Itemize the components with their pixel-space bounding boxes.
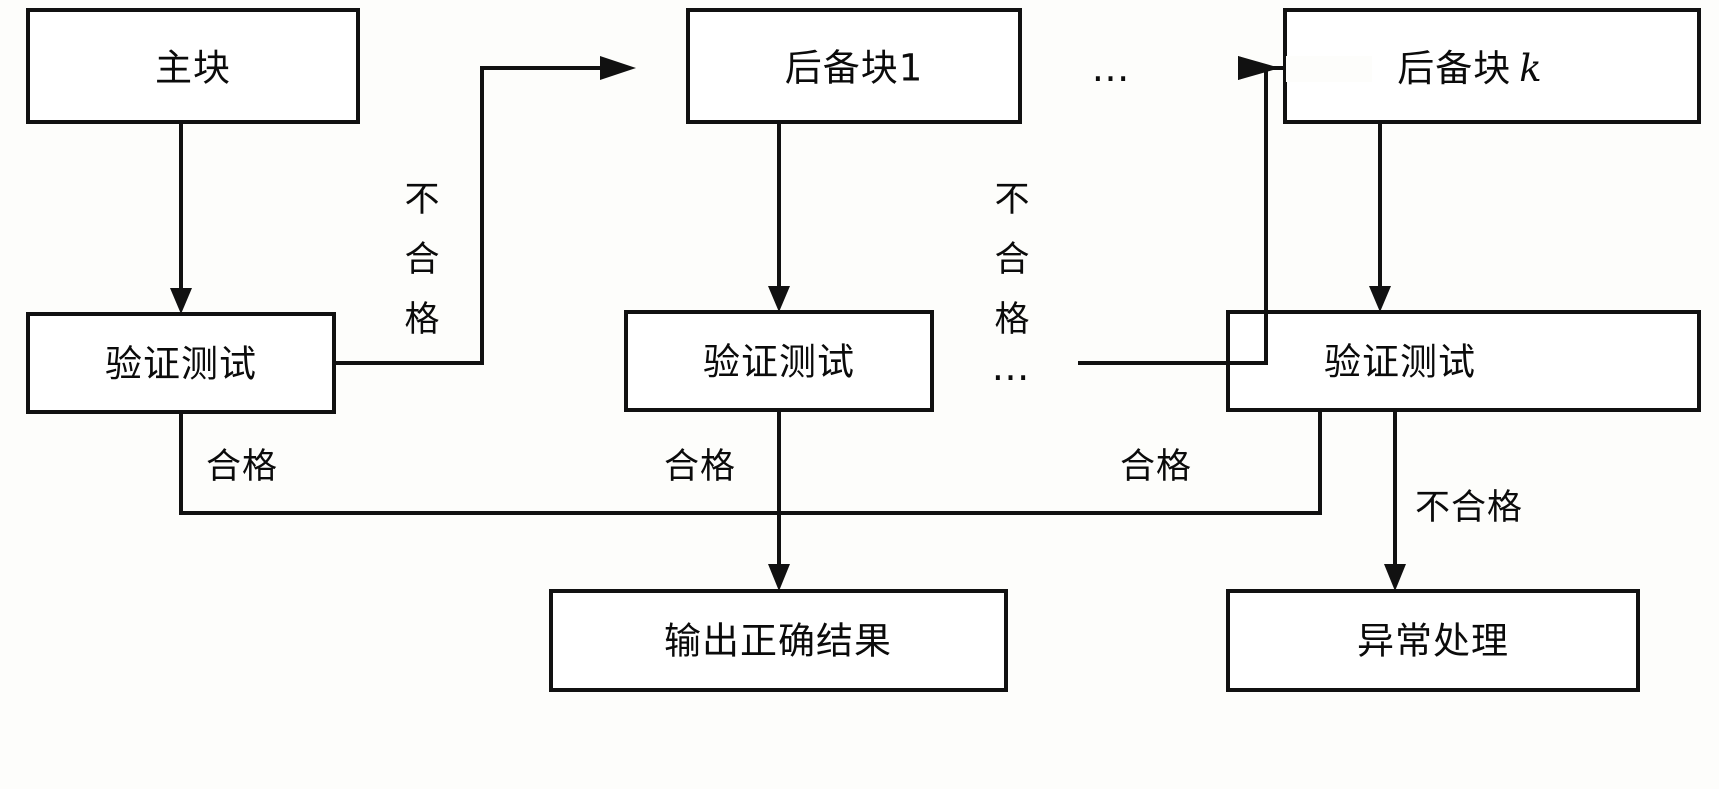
node-backup-block-1-label: 后备块1 <box>785 47 924 90</box>
node-main-block[interactable] <box>26 8 360 124</box>
edge-label-pass-left: 合格 <box>206 447 278 487</box>
arrowhead-to-output-correct <box>768 564 790 591</box>
edge-label-fail-left-c2: 合 <box>404 240 439 280</box>
edge-label-fail-left-c1: 不 <box>404 180 439 220</box>
arrowhead-backup1-to-verify-mid <box>768 286 790 312</box>
node-backup-block-k-index: k <box>1519 47 1542 90</box>
ellipsis-top: … <box>1092 46 1133 90</box>
edge-label-fail-mid-c3: 格 <box>994 300 1029 340</box>
arrowhead-to-exception-handle <box>1384 564 1406 591</box>
node-output-correct[interactable] <box>549 589 1008 692</box>
edge-label-fail-left: 不 合 格 <box>404 180 439 340</box>
arrowhead-backupk-to-verify-right <box>1369 286 1391 312</box>
node-verify-test-right-label: 验证测试 <box>1324 341 1476 384</box>
arrowhead-backupk-entry <box>1238 56 1280 80</box>
edge-label-fail-mid-c1: 不 <box>994 180 1029 220</box>
edge-label-pass-mid: 合格 <box>664 447 736 487</box>
node-verify-test-left-label: 验证测试 <box>105 343 257 386</box>
edge-label-fail-mid: 不 合 格 <box>994 180 1029 340</box>
node-backup-block-k-prefix: 后备块 <box>1397 47 1511 90</box>
edge-verify-left-fail-to-backup1 <box>332 66 602 365</box>
arrow-gap-mask-backupk <box>1286 56 1372 82</box>
node-main-block-label: 主块 <box>155 47 231 90</box>
ellipsis-mid: … <box>992 345 1033 389</box>
arrowhead-main-to-verify-left <box>170 288 192 314</box>
edge-label-fail-left-c3: 格 <box>404 300 439 340</box>
node-exception-handle[interactable] <box>1226 589 1640 692</box>
edge-label-pass-right: 合格 <box>1120 447 1192 487</box>
node-output-correct-label: 输出正确结果 <box>664 620 892 663</box>
node-backup-block-1[interactable] <box>686 8 1022 124</box>
edge-label-fail-mid-c2: 合 <box>994 240 1029 280</box>
node-verify-test-mid-label: 验证测试 <box>703 341 855 384</box>
arrowhead-verify-left-fail-to-backup1 <box>600 56 636 80</box>
node-exception-handle-label: 异常处理 <box>1357 620 1509 663</box>
edge-verify-left-pass-bus <box>179 410 781 515</box>
edge-verify-right-pass-bus <box>777 408 1322 515</box>
edge-label-fail-right: 不合格 <box>1415 488 1523 528</box>
